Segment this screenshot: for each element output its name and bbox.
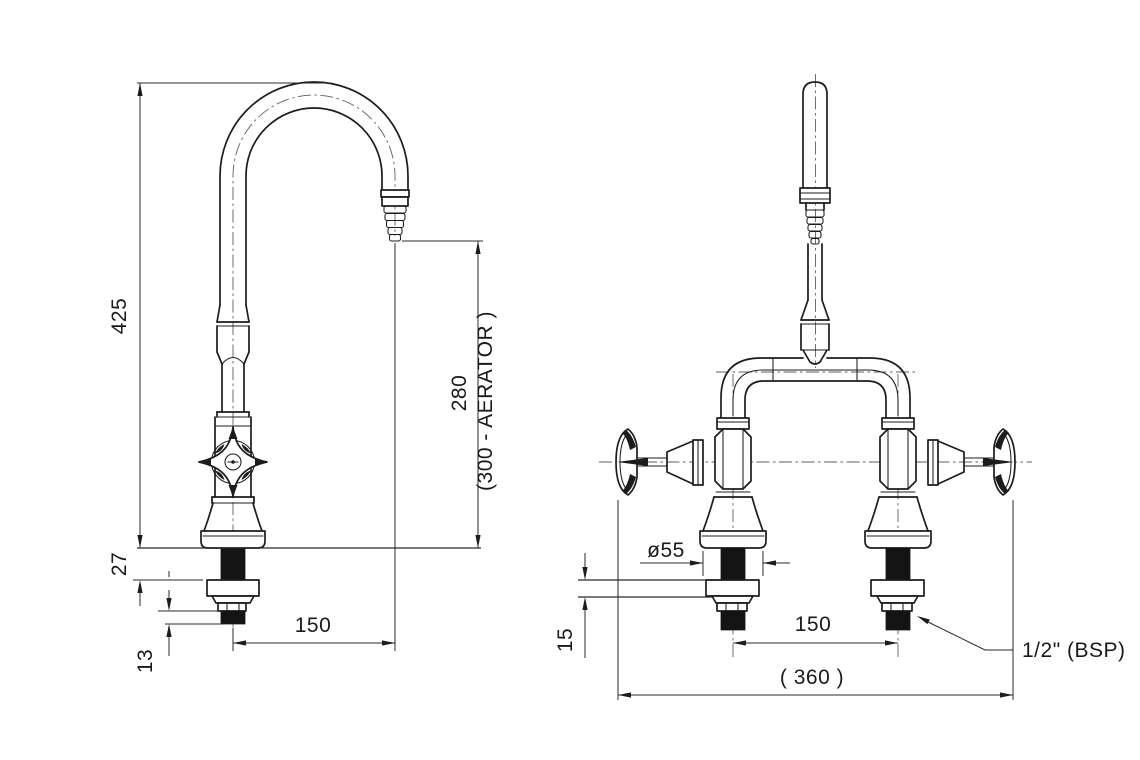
bell-base (200, 502, 266, 549)
side-view-dimensions: 425 27 13 150 2 (108, 82, 497, 673)
front-serrated-nozzle (805, 209, 825, 245)
dim-tail-length: 13 (134, 649, 157, 673)
dim-hole-centres: 150 (795, 613, 832, 636)
cross-handle (198, 426, 268, 498)
dim-outlet-height: 280 (448, 375, 471, 412)
gooseneck-spout (219, 81, 410, 306)
dim-overall-width: ( 360 ) (780, 666, 844, 689)
dim-overall-height: 425 (108, 298, 131, 335)
tap-body-column (200, 304, 266, 549)
front-right-leg (864, 417, 932, 631)
dim-outlet-note: (300 - AERATOR ) (474, 311, 497, 491)
front-view-dimensions: ø55 15 150 ( 360 ) 1/2" (BSP) (554, 500, 1126, 700)
washer (211, 595, 255, 604)
serrated-nozzle (380, 189, 410, 242)
side-view: 425 27 13 150 2 (108, 81, 497, 673)
dim-spout-reach: 150 (295, 614, 332, 637)
dim-base-diameter: ø55 (647, 539, 685, 562)
thread-tail (220, 610, 246, 625)
left-cross-handle (615, 428, 704, 496)
right-cross-handle (927, 428, 1016, 496)
bsp-leader-line (921, 618, 1013, 651)
bsp-thread-tail (885, 610, 911, 631)
front-view: ø55 15 150 ( 360 ) 1/2" (BSP) (554, 74, 1126, 700)
label-inlet-thread: 1/2" (BSP) (1022, 639, 1126, 662)
front-spout (799, 81, 831, 365)
threaded-shank (220, 547, 246, 581)
bridge-body (720, 357, 911, 421)
dim-deck-clamp: 27 (108, 552, 131, 576)
dim-deck-thickness: 15 (554, 628, 577, 652)
side-centerline (232, 94, 396, 650)
backnut (206, 579, 260, 597)
front-left-leg (699, 417, 767, 631)
mounting-shank (206, 547, 260, 625)
